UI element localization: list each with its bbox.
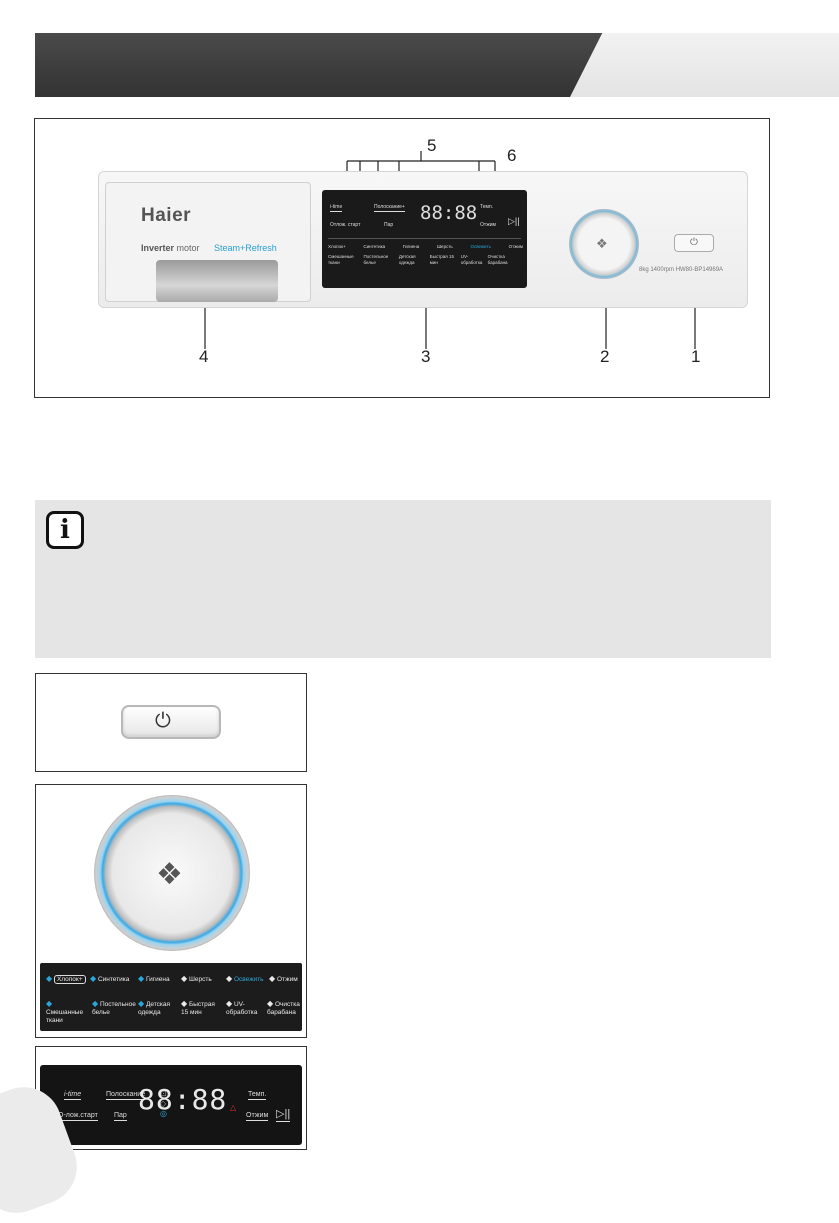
callout-1: 1 xyxy=(691,347,701,366)
spin-button[interactable]: Отжим xyxy=(246,1112,269,1121)
callout-4: 4 xyxy=(199,347,209,366)
callout-3: 3 xyxy=(421,347,431,366)
mini-program-bedding: Постельное белье xyxy=(363,254,389,265)
inverter-motor-label: Inverter motor xyxy=(141,243,200,253)
rinse-button[interactable]: Полоскание xyxy=(106,1091,146,1100)
mini-program-list: Хлопок+ Синтетика Гигиена Шерсть Освежить Отж… xyxy=(328,244,523,266)
lock-icon: ⊡ xyxy=(160,1089,167,1098)
mini-program-mixed: Смешанные ткани xyxy=(328,254,354,265)
play-pause-icon: ▷|| xyxy=(508,216,520,226)
mini-program-uv: UV-обработка xyxy=(460,254,483,265)
program-cotton[interactable]: ◆ Хлопок+ xyxy=(46,975,86,984)
program-panel: ◆ Хлопок+ ◆ Синтетика ◆ Гигиена ◆ Шерсть… xyxy=(40,963,302,1031)
i-time-button[interactable]: i-time xyxy=(64,1091,82,1100)
steam-label: Пар xyxy=(384,222,394,228)
display-panel: i-time Полоскание О-лож.старт Пар ⊡ ◇ ◎ … xyxy=(40,1065,302,1145)
display-divider xyxy=(328,238,521,239)
callout-5: 5 xyxy=(427,136,437,155)
delay-start-button[interactable]: О-лож.старт xyxy=(58,1112,98,1121)
i-time-label: i-time xyxy=(330,204,343,212)
callout-6: 6 xyxy=(507,146,517,165)
program-bedding[interactable]: ◆ Постельное белье xyxy=(92,999,136,1017)
power-button-small[interactable]: ⏻ xyxy=(674,234,714,252)
mini-program-wool: Шерсть xyxy=(436,244,453,249)
program-baby[interactable]: ◆ Детская одежда xyxy=(138,999,171,1017)
mini-program-baby: Детская одежда xyxy=(398,254,416,265)
mini-program-refresh: Освежить xyxy=(470,244,491,249)
sound-icon: ◇ xyxy=(160,1099,167,1108)
model-label: 8kg 1400rpm HW80-BP14969A xyxy=(639,267,724,273)
control-panel-overview: 5 6 4 3 2 1 Haier Inverter motor Steam+R… xyxy=(34,118,770,398)
program-refresh[interactable]: ◆ Освежить xyxy=(226,974,264,984)
program-selector-knob[interactable] xyxy=(94,795,250,951)
mini-program-drum: Очистка барабана xyxy=(487,254,508,265)
program-spin[interactable]: ◆ Отжим xyxy=(269,974,298,984)
info-icon: i xyxy=(46,511,84,549)
program-quick[interactable]: ◆ Быстрая 15 мин xyxy=(181,999,215,1017)
power-button[interactable]: ⏻ xyxy=(121,705,221,739)
program-mixed[interactable]: ◆ Смешанные ткани xyxy=(46,999,84,1025)
header-bar xyxy=(35,33,612,97)
display-detail: i-time Полоскание О-лож.старт Пар ⊡ ◇ ◎ … xyxy=(35,1046,307,1150)
steam-button[interactable]: Пар xyxy=(114,1112,127,1121)
detergent-drawer[interactable]: Haier Inverter motor Steam+Refresh xyxy=(105,182,311,302)
temp-label: Темп. xyxy=(480,204,494,210)
knob-icon: ❖ xyxy=(596,236,608,251)
mini-program-hygiene: Гигиена xyxy=(402,244,420,249)
time-display: 88:88 xyxy=(138,1083,228,1116)
display-digits: 88:88 xyxy=(420,202,478,224)
program-knob-detail: ❖ ◆ Хлопок+ ◆ Синтетика ◆ Гигиена ◆ Шерс… xyxy=(35,784,307,1038)
mini-program-synthetics: Синтетика xyxy=(363,244,386,249)
temp-button[interactable]: Темп. xyxy=(248,1091,267,1100)
washer-control-panel: Haier Inverter motor Steam+Refresh i-tim… xyxy=(98,171,748,308)
program-wool[interactable]: ◆ Шерсть xyxy=(181,974,212,984)
header-tab xyxy=(570,33,839,97)
program-uv[interactable]: ◆ UV-обработка xyxy=(226,999,258,1017)
drawer-handle[interactable] xyxy=(156,260,278,302)
rinse-label: Полоскание+ xyxy=(374,204,405,212)
program-knob[interactable] xyxy=(569,209,639,279)
power-button-detail: ⏻ xyxy=(35,673,307,772)
program-synthetics[interactable]: ◆ Синтетика xyxy=(90,974,130,984)
program-hygiene[interactable]: ◆ Гигиена xyxy=(138,974,170,984)
knob-icon: ❖ xyxy=(156,858,183,891)
callout-2: 2 xyxy=(600,347,610,366)
brand-logo: Haier xyxy=(141,205,192,226)
spin-label: Отжим xyxy=(480,222,496,228)
wifi-icon: ◎ xyxy=(160,1109,167,1118)
info-note: i xyxy=(35,500,771,658)
mini-program-quick: Быстрая 15 мин xyxy=(429,254,454,265)
power-icon: ⏻ xyxy=(155,710,171,732)
warning-icon: △ xyxy=(230,1103,237,1112)
steam-refresh-label: Steam+Refresh xyxy=(214,243,277,253)
mini-program-spin: Отжим xyxy=(508,244,523,249)
display-and-programs: i-time Полоскание+ Отлож. старт Пар 88:8… xyxy=(322,190,527,288)
play-pause-button[interactable]: ▷|| xyxy=(276,1108,291,1122)
program-drum-clean[interactable]: ◆ Очистка барабана xyxy=(267,999,300,1017)
mini-program-cotton: Хлопок+ xyxy=(328,244,346,249)
delay-start-label: Отлож. старт xyxy=(330,222,361,228)
